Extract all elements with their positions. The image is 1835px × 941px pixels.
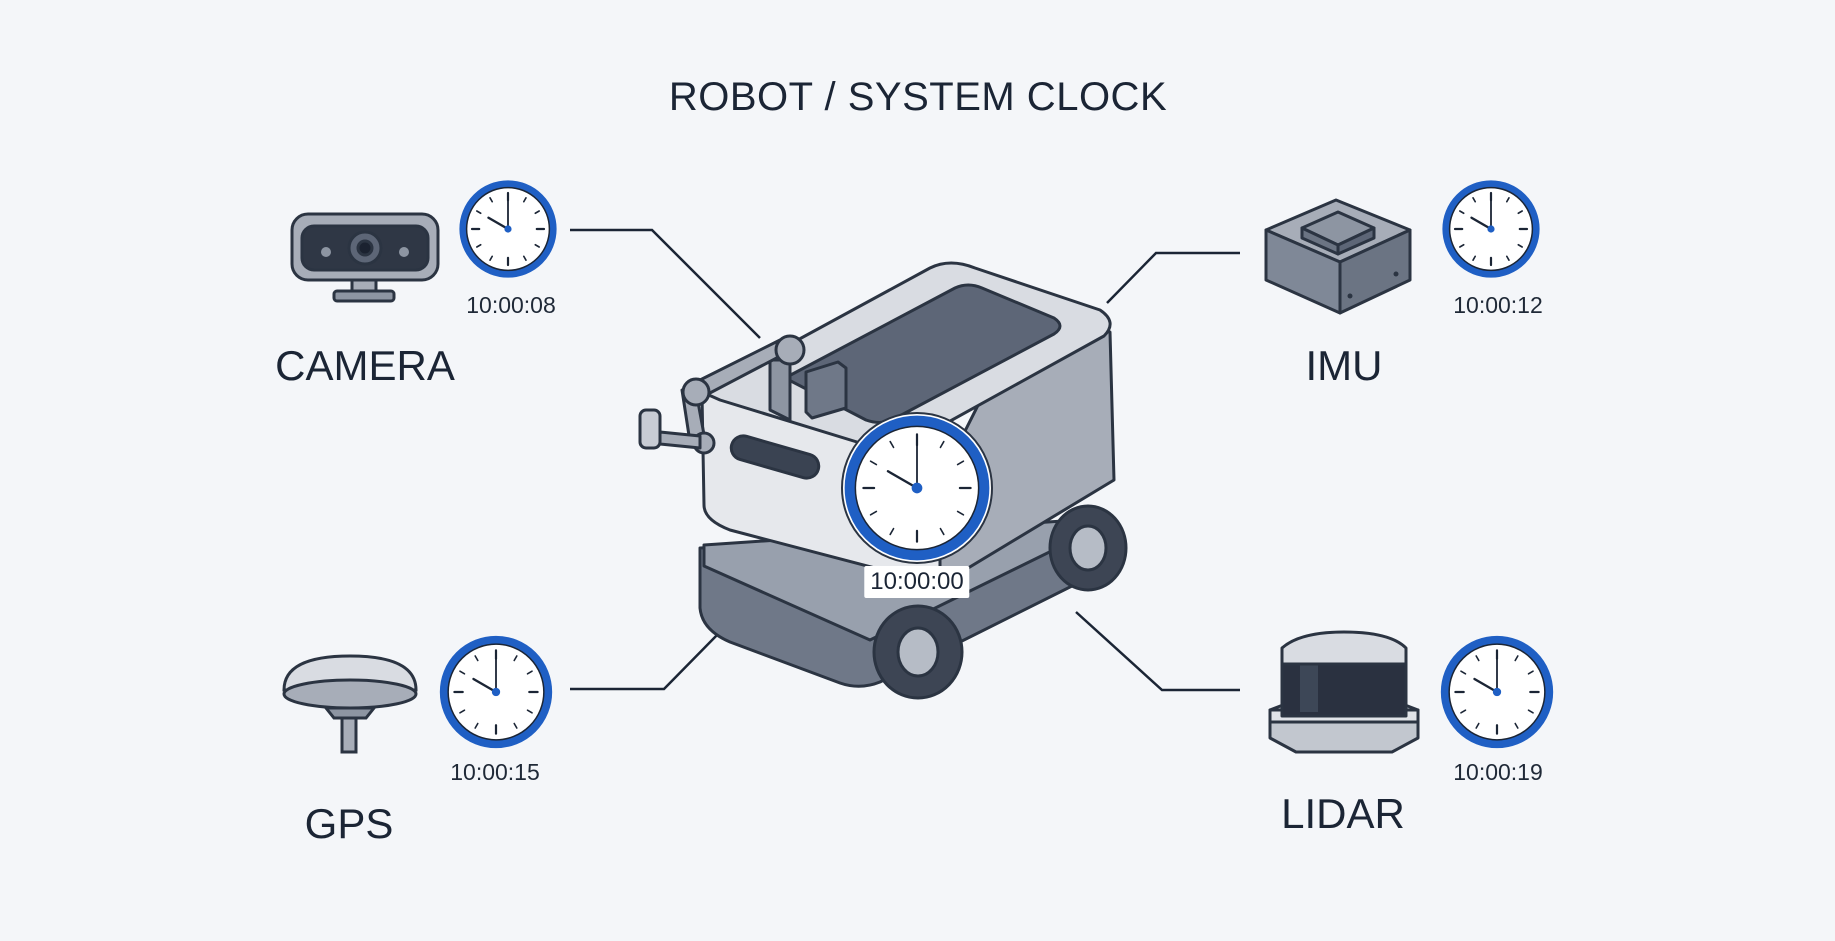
label-camera: CAMERA xyxy=(275,342,455,389)
clock-icon-gps xyxy=(439,635,553,749)
connector-lidar xyxy=(1075,611,1240,692)
robot-front-slot xyxy=(729,434,821,480)
label-lidar: LIDAR xyxy=(1281,790,1405,837)
robot-wheel-back xyxy=(1048,504,1128,592)
time-lidar: 10:00:19 xyxy=(1453,759,1543,785)
connector-camera xyxy=(570,228,761,339)
time-imu: 10:00:12 xyxy=(1453,292,1543,318)
connector-imu xyxy=(1106,251,1240,304)
robot-arm xyxy=(638,334,848,455)
page-title: ROBOT / SYSTEM CLOCK xyxy=(668,75,1168,119)
clock-icon-imu xyxy=(1442,180,1540,278)
camera-icon xyxy=(290,212,440,303)
connector-lines xyxy=(570,228,1240,692)
robot-wheel-front xyxy=(872,604,964,700)
time-camera: 10:00:08 xyxy=(466,292,556,318)
gps-antenna-icon xyxy=(282,654,418,754)
clock-icon-robot xyxy=(841,412,993,564)
connector-gps xyxy=(570,631,721,691)
lidar-icon xyxy=(1268,630,1420,754)
imu-box-icon xyxy=(1264,198,1412,315)
label-imu: IMU xyxy=(1305,342,1383,389)
time-gps: 10:00:15 xyxy=(450,759,540,785)
robot-top-panel xyxy=(783,283,1062,424)
clock-icon-lidar xyxy=(1440,635,1554,749)
clock-icon-camera xyxy=(459,180,557,278)
time-robot: 10:00:00 xyxy=(864,566,970,598)
clocks-layer xyxy=(439,180,1554,749)
label-gps: GPS xyxy=(304,800,394,847)
